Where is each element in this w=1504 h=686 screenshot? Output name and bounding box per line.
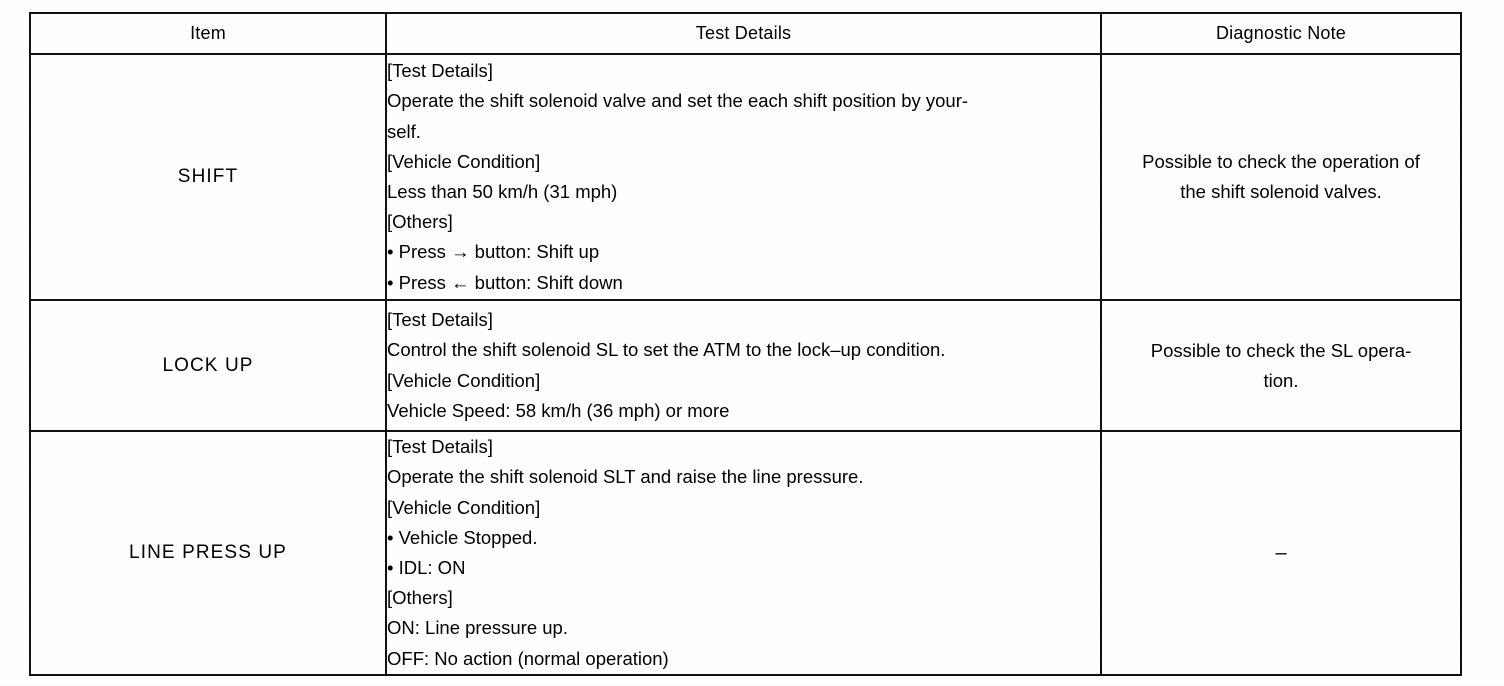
- diagnostic-note-lock-up: Possible to check the SL opera- tion.: [1100, 299, 1462, 432]
- note-line: –: [1275, 542, 1287, 564]
- test-details-lock-up: [Test Details] Control the shift solenoi…: [385, 299, 1102, 432]
- details-line: Less than 50 km/h (31 mph): [387, 181, 618, 202]
- details-line: self.: [387, 120, 421, 142]
- table-row: LOCK UP [Test Details] Control the shift…: [29, 299, 1462, 432]
- details-line: [Vehicle Condition]: [387, 369, 541, 391]
- details-line: • Press → button: Shift up: [387, 241, 600, 263]
- details-line: • Press ← button: Shift down: [387, 271, 623, 293]
- table-header-row: Item Test Details Diagnostic Note: [29, 12, 1462, 55]
- details-line: [Test Details]: [387, 436, 493, 458]
- note-line: Possible to check the operation of: [1142, 151, 1420, 172]
- column-header-item-label: Item: [190, 23, 226, 43]
- column-header-diagnostic-note-label: Diagnostic Note: [1215, 23, 1347, 43]
- column-header-item: Item: [29, 12, 387, 55]
- details-line: Operate the shift solenoid valve and set…: [387, 90, 969, 112]
- table-body: SHIFT [Test Details] Operate the shift s…: [29, 53, 1462, 676]
- details-line: [Test Details]: [387, 309, 493, 331]
- details-line: [Vehicle Condition]: [387, 150, 541, 172]
- details-line: [Others]: [387, 211, 453, 233]
- details-line: Operate the shift solenoid SLT and raise…: [387, 466, 864, 488]
- details-line: [Test Details]: [387, 60, 493, 82]
- diagnostic-note-shift: Possible to check the operation of the s…: [1100, 53, 1462, 301]
- test-details-line-press-up: [Test Details] Operate the shift solenoi…: [385, 430, 1102, 676]
- column-header-diagnostic-note: Diagnostic Note: [1100, 12, 1462, 55]
- table-row: SHIFT [Test Details] Operate the shift s…: [29, 53, 1462, 301]
- details-line: [Vehicle Condition]: [387, 496, 541, 518]
- column-header-test-details: Test Details: [385, 12, 1102, 55]
- column-header-test-details-label: Test Details: [695, 23, 792, 43]
- test-details-shift: [Test Details] Operate the shift solenoi…: [385, 53, 1102, 301]
- details-line: [Others]: [387, 587, 453, 609]
- details-line: • Vehicle Stopped.: [387, 526, 538, 548]
- table-row: LINE PRESS UP [Test Details] Operate the…: [29, 430, 1462, 676]
- details-line: Vehicle Speed: 58 km/h (36 mph) or more: [387, 399, 730, 421]
- item-name-shift: SHIFT: [29, 53, 387, 301]
- diagnostic-note-line-press-up: –: [1100, 430, 1462, 676]
- details-line: ON: Line pressure up.: [387, 617, 568, 639]
- note-line: Possible to check the SL opera-: [1150, 339, 1412, 361]
- item-name-line-press-up: LINE PRESS UP: [29, 430, 387, 676]
- details-line: • IDL: ON: [387, 557, 466, 578]
- details-line: Control the shift solenoid SL to set the…: [387, 339, 946, 361]
- item-name-lock-up: LOCK UP: [29, 299, 387, 432]
- table-header: Item Test Details Diagnostic Note: [29, 12, 1462, 55]
- note-line: tion.: [1263, 369, 1299, 391]
- note-line: the shift solenoid valves.: [1180, 181, 1382, 202]
- details-line: OFF: No action (normal operation): [387, 647, 669, 669]
- test-details-table: Item Test Details Diagnostic Note SHIFT …: [29, 12, 1462, 676]
